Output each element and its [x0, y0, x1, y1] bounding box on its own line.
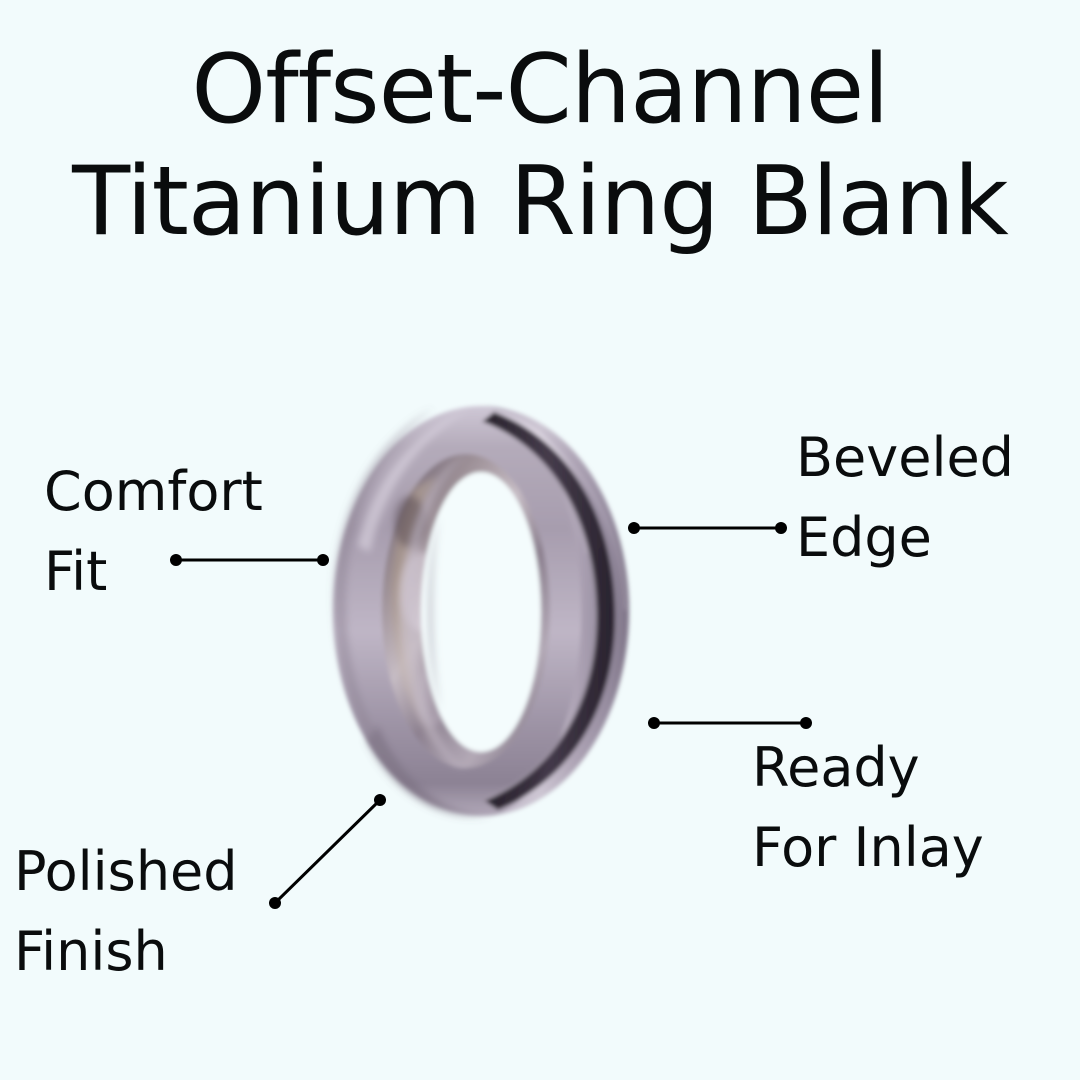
title-line-1: Offset-Channel — [191, 35, 889, 145]
leader-dot-end-beveled-edge — [775, 522, 787, 534]
callout-polished-finish: Polished Finish — [14, 832, 238, 992]
ring-outer-bevel-line — [509, 417, 626, 611]
callout-ready-for-inlay: Ready For Inlay — [752, 728, 984, 888]
callout-beveled-edge: Beveled Edge — [796, 418, 1014, 578]
callout-polished-finish-line-1: Polished — [14, 840, 238, 903]
title-line-2: Titanium Ring Blank — [72, 147, 1009, 257]
callout-comfort-fit-line-1: Comfort — [44, 460, 263, 523]
callout-comfort-fit-line-2: Fit — [44, 540, 108, 603]
leader-dot-start-ready-for-inlay — [648, 717, 660, 729]
ring-left-rim-shade — [334, 408, 442, 810]
page-title: Offset-Channel Titanium Ring Blank — [0, 34, 1080, 258]
ring-top-highlight — [358, 410, 468, 552]
callout-ready-for-inlay-line-2: For Inlay — [752, 816, 984, 879]
ring-channel-edge-line — [482, 420, 598, 802]
leader-dot-start-polished-finish — [269, 897, 281, 909]
ring-inlay-channel — [482, 412, 616, 810]
ring-comfort-fit-lip — [399, 454, 468, 770]
callout-comfort-fit: Comfort Fit — [44, 452, 263, 612]
ring-bottom-shadow — [366, 726, 494, 817]
leader-beveled-edge — [628, 522, 787, 534]
product-image-ring — [318, 396, 644, 826]
ring-aperture — [421, 472, 541, 752]
ring-aperture-shadow — [428, 516, 442, 710]
callout-polished-finish-line-2: Finish — [14, 920, 168, 983]
callout-beveled-edge-line-1: Beveled — [796, 426, 1014, 489]
callout-beveled-edge-line-2: Edge — [796, 506, 932, 569]
ring-illustration — [333, 406, 629, 817]
callout-ready-for-inlay-line-1: Ready — [752, 736, 920, 799]
